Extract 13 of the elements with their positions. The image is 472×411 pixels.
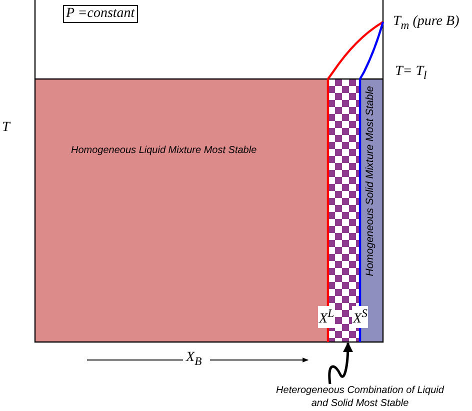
region-label: Homogeneous Liquid Mixture Most Stable: [71, 145, 257, 156]
melting-temperature-label: T$_{m}$ (pure B): [393, 14, 460, 34]
composition-label: X$^{L}$: [318, 306, 336, 328]
composition-label: X$^{S}$: [352, 306, 368, 328]
condition-label: P =constant: [63, 5, 138, 23]
region-label: Homogeneous Solid Mixture Most Stable: [364, 86, 376, 276]
checkered-region: [328, 79, 360, 342]
axis-label: T: [2, 120, 10, 136]
solid-region: [360, 79, 383, 342]
leader-arrow: [328, 342, 353, 384]
callout-text: Heterogeneous Combination of Liquid and Solid Most Stable: [275, 384, 446, 410]
temperature-label: T= T$_{l}$: [395, 64, 427, 84]
liquid-region: [35, 79, 328, 342]
